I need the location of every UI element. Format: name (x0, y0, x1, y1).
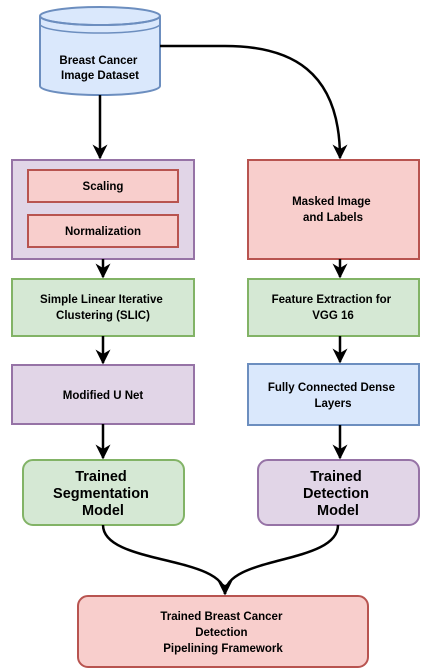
vgg-node: Feature Extraction for VGG 16 (247, 278, 420, 337)
segmentation-model-label: Trained Segmentation Model (53, 469, 153, 519)
vgg-label-line-2: VGG 16 (312, 310, 354, 322)
arrow-dataset-to-masked (160, 44, 348, 160)
masked-image-line-2: and Labels (303, 212, 363, 224)
dense-node: Fully Connected Dense Layers (247, 363, 420, 426)
vgg-label-line-1: Feature Extraction for (272, 294, 392, 306)
dense-label: Fully Connected Dense Layers (268, 382, 398, 410)
masked-image-node: Masked Image and Labels (247, 159, 420, 260)
slic-label-line-1: Simple Linear Iterative (40, 294, 163, 306)
scaling-box (27, 169, 179, 203)
segmentation-model-line-3: Model (82, 503, 124, 519)
dataset-label-line-2: Image Dataset (61, 70, 139, 82)
segmentation-model-node: Trained Segmentation Model (22, 459, 185, 526)
dense-label-line-2: Layers (314, 398, 351, 410)
unet-node: Modified U Net (11, 364, 195, 425)
slic-node: Simple Linear Iterative Clustering (SLIC… (11, 278, 195, 337)
dataset-label-line-1: Breast Cancer (59, 55, 138, 67)
arrow-segmentation-to-framework (101, 524, 233, 596)
segmentation-model-line-1: Trained (75, 469, 127, 485)
framework-line-3: Pipelining Framework (163, 643, 283, 655)
connectors (92, 44, 348, 596)
slic-label: Simple Linear Iterative Clustering (SLIC… (40, 294, 166, 322)
normalization-label-line-1: Normalization (65, 226, 141, 238)
framework-label: Trained Breast Cancer Detection Pipelini… (160, 611, 285, 655)
detection-model-node: Trained Detection Model (257, 459, 420, 526)
segmentation-model-line-2: Segmentation (53, 486, 149, 502)
framework-node: Trained Breast Cancer Detection Pipelini… (77, 595, 369, 668)
dense-label-line-1: Fully Connected Dense (268, 382, 395, 394)
unet-label: Modified U Net (63, 390, 144, 402)
vgg-label: Feature Extraction for VGG 16 (272, 294, 395, 322)
detection-model-line-3: Model (317, 503, 359, 519)
detection-model-label: Trained Detection Model (303, 469, 373, 519)
scaling-label: Scaling (83, 181, 124, 193)
detection-model-line-2: Detection (303, 486, 369, 502)
unet-label-line-1: Modified U Net (63, 390, 144, 402)
masked-image-label: Masked Image and Labels (292, 196, 374, 224)
dataset-node: Breast Cancer Image Dataset (39, 6, 161, 96)
masked-image-line-1: Masked Image (292, 196, 371, 208)
dataset-label: Breast Cancer Image Dataset (59, 55, 140, 82)
slic-label-line-2: Clustering (SLIC) (56, 310, 150, 322)
preprocessing-group: Scaling Normalization (11, 159, 195, 260)
arrow-detection-to-framework (223, 524, 340, 595)
normalization-box (27, 214, 179, 248)
framework-line-1: Trained Breast Cancer (160, 611, 283, 623)
framework-line-2: Detection (195, 627, 247, 639)
detection-model-line-1: Trained (310, 469, 362, 485)
scaling-label-line-1: Scaling (83, 181, 124, 193)
normalization-label: Normalization (65, 226, 141, 238)
